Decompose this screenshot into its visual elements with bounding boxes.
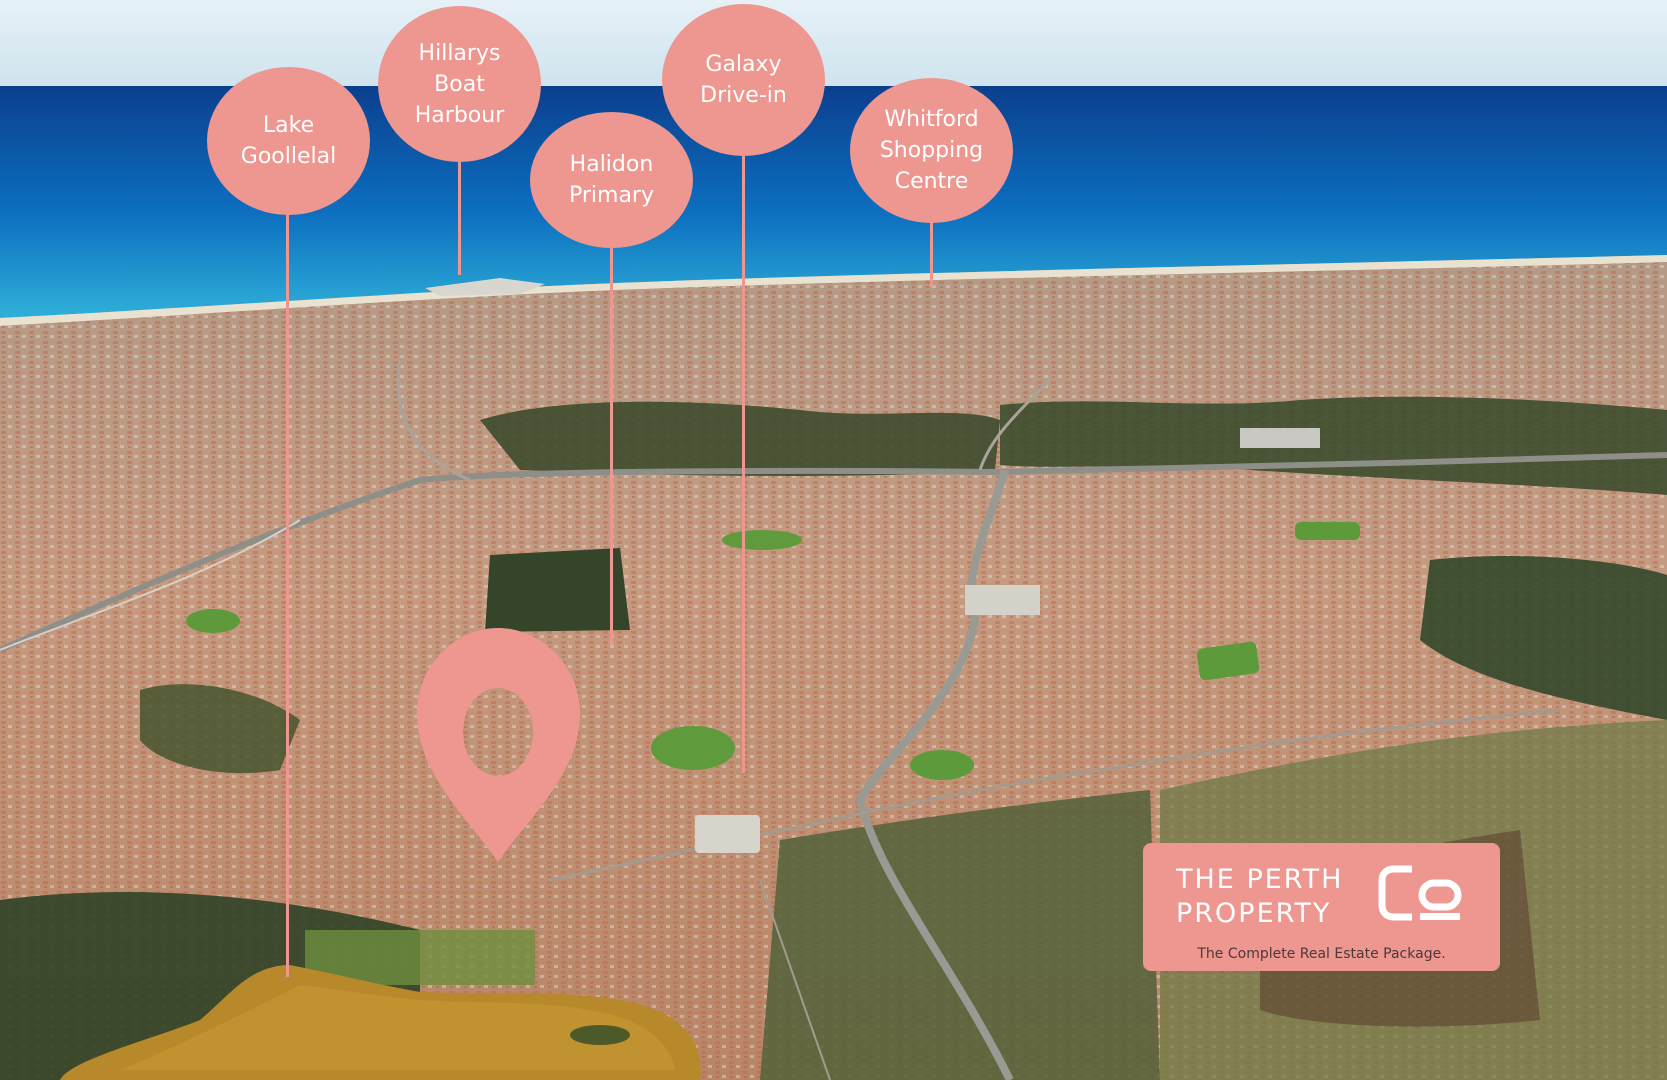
- brand-name: THE PERTH PROPERTY: [1176, 864, 1344, 929]
- callout-lake-goollelal: Lake Goollelal: [207, 67, 370, 215]
- callout-halidon-primary: Halidon Primary: [530, 112, 693, 248]
- callout-hillarys-boat-harbour: Hillarys Boat Harbour: [378, 6, 541, 162]
- brand-tagline: The Complete Real Estate Package.: [1197, 946, 1446, 962]
- callout-stem-galaxy: [742, 148, 745, 773]
- co-monogram-icon: [1378, 865, 1462, 921]
- callout-stem-hillarys: [458, 155, 461, 275]
- callout-galaxy-drive-in: Galaxy Drive-in: [662, 4, 825, 156]
- location-pin-icon: [417, 628, 580, 862]
- callout-stem-whitford: [930, 215, 933, 287]
- callout-whitford-shopping-centre: Whitford Shopping Centre: [850, 78, 1013, 223]
- callout-stem-halidon: [610, 240, 613, 645]
- brand-logo-panel: THE PERTH PROPERTY The Complete Real Est…: [1143, 843, 1500, 971]
- callout-stem-lake-goollelal: [286, 200, 289, 977]
